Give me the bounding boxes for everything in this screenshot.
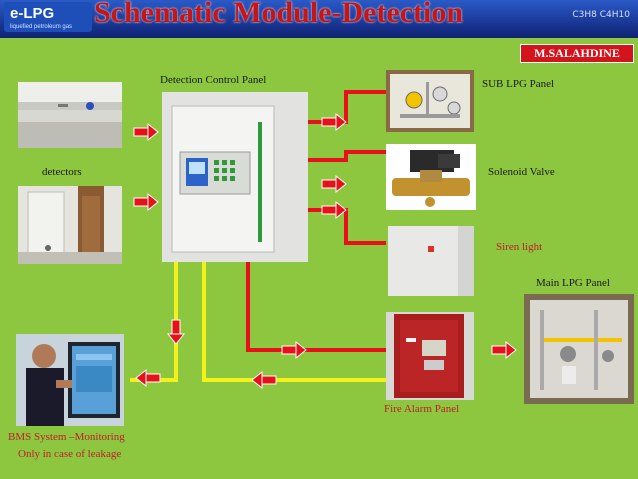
yellow-line-bms <box>130 262 178 382</box>
label-bms-line2: Only in case of leakage <box>18 448 122 460</box>
detector-photo-1 <box>18 82 122 148</box>
sub-lpg-panel-photo <box>386 70 474 132</box>
detection-control-panel-photo <box>162 92 308 262</box>
label-detection-control-panel: Detection Control Panel <box>160 74 267 86</box>
page-title: Schematic Module-Detection <box>94 0 464 29</box>
siren-light-photo <box>388 226 474 296</box>
formula-text: C3H8 C4H10 <box>572 10 630 20</box>
label-siren-light: Siren light <box>496 241 543 253</box>
bms-system-photo <box>16 334 124 426</box>
label-solenoid-valve: Solenoid Valve <box>488 166 555 178</box>
red-line-solenoid <box>308 150 386 162</box>
svg-text:liquefied petroleum gas: liquefied petroleum gas <box>10 24 72 30</box>
label-fire-alarm-panel: Fire Alarm Panel <box>384 403 460 415</box>
red-line-siren <box>308 208 386 245</box>
yellow-line-fire-alarm <box>202 262 386 382</box>
label-detectors: detectors <box>42 166 82 178</box>
label-sub-lpg-panel: SUB LPG Panel <box>482 78 555 90</box>
svg-text:e-LPG: e-LPG <box>10 5 54 22</box>
main-lpg-panel-photo <box>524 294 634 404</box>
red-line-sub-lpg <box>308 90 386 124</box>
fire-alarm-panel-photo <box>386 312 474 400</box>
author-badge: M.SALAHDINE <box>520 44 634 63</box>
header-bar: e-LPG liquefied petroleum gas Schematic … <box>0 0 638 38</box>
label-bms-line1: BMS System –Monitoring <box>8 431 125 443</box>
detector-photo-2 <box>18 186 122 264</box>
label-main-lpg-panel: Main LPG Panel <box>536 277 610 289</box>
e-lpg-logo: e-LPG liquefied petroleum gas <box>4 2 92 32</box>
solenoid-valve-photo <box>386 144 476 210</box>
red-line-fire-alarm <box>246 262 386 352</box>
